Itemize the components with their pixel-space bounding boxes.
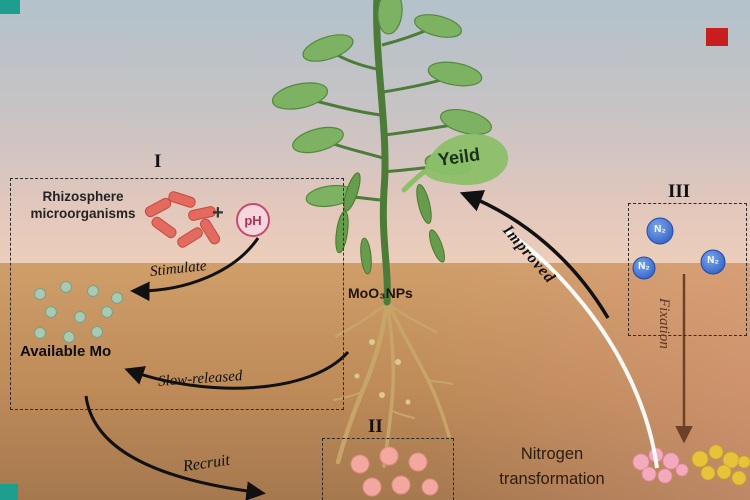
- available-mo-label: Available Mo: [20, 343, 112, 360]
- region-box-1: [10, 178, 344, 410]
- corner-marker-teal-topleft: [0, 0, 20, 14]
- available-mo-dots: [34, 281, 123, 343]
- n2-molecules: [632, 217, 726, 280]
- root-nodule-dots: [354, 339, 411, 405]
- n2-label: N₂: [638, 261, 650, 272]
- region-1-numeral: I: [154, 151, 162, 172]
- n2-label: N₂: [707, 255, 719, 266]
- yield-leaf-blob: [401, 133, 509, 193]
- n2-label: N₂: [654, 224, 666, 235]
- stimulate-arrow: [130, 237, 260, 302]
- fixation-label: Fixation: [656, 298, 672, 349]
- slow-release-arrow: [124, 351, 350, 390]
- corner-marker-teal-bottomleft: [0, 484, 18, 500]
- roots-group: [333, 297, 453, 468]
- region-2-numeral: II: [368, 416, 383, 437]
- plant-illustration: [271, 0, 492, 306]
- region-3-numeral: III: [668, 181, 691, 202]
- nanoparticle-label: MoO₃NPs: [348, 285, 413, 301]
- corner-marker-red-topright: [706, 28, 728, 46]
- bacterium-icon: [175, 225, 205, 250]
- improved-arrow-white: [503, 228, 659, 469]
- pods-group: [335, 172, 445, 275]
- rhizosphere-label-line1: Rhizosphere: [42, 189, 124, 204]
- plus-sign: +: [212, 202, 224, 224]
- ph-label: pH: [244, 212, 262, 228]
- bacterium-icon: [166, 189, 198, 210]
- region-box-2: [322, 438, 454, 500]
- nodule-pink-cluster: [632, 447, 689, 484]
- ph-badge: pH: [236, 203, 270, 237]
- nanoparticle-dots: [350, 446, 439, 497]
- improved-arrow: [459, 190, 610, 319]
- recruit-arrow: [84, 395, 266, 500]
- region-box-3: [628, 203, 747, 336]
- nitrogen-transformation-line2: transformation: [499, 470, 605, 488]
- stem: [373, 0, 391, 306]
- rhizosphere-label-line2: microorganisms: [30, 206, 136, 221]
- nitrogen-transformation-line1: Nitrogen: [520, 445, 584, 463]
- nodule-yellow-cluster: [691, 444, 750, 486]
